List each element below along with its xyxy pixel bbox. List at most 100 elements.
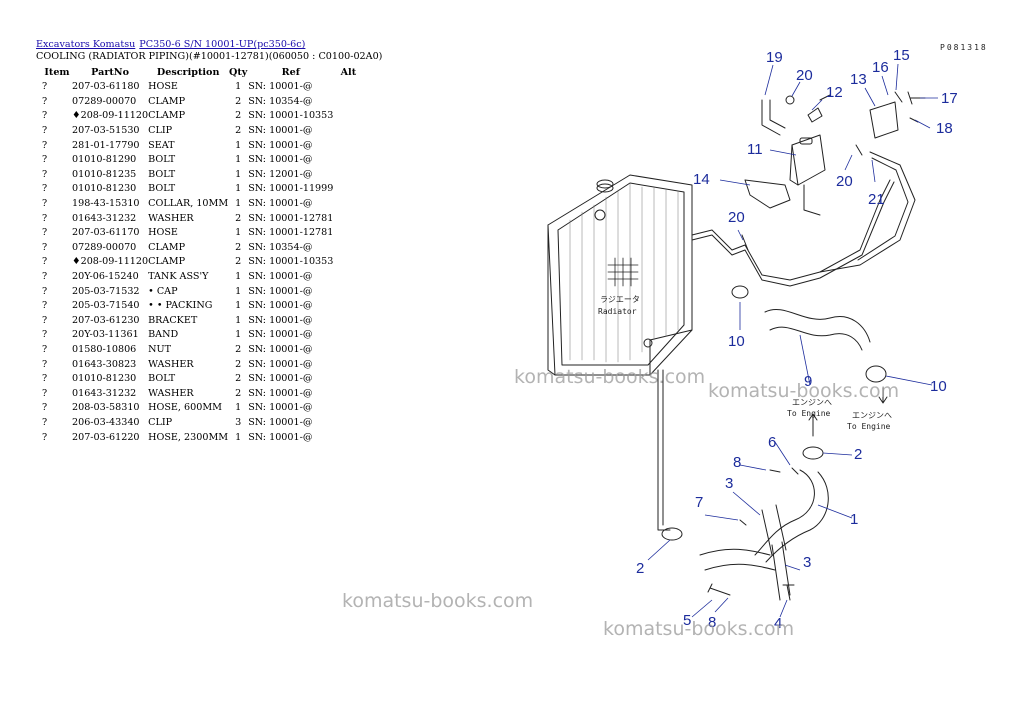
cell-partno: 207-03-51530 (72, 125, 140, 137)
cell-ref: SN: 10001-10353 (248, 256, 334, 268)
callout-4: 4 (774, 615, 782, 632)
cell-qty: 1 (235, 300, 242, 312)
radiator-label-jp: ラジエータ (600, 295, 640, 304)
cell-qty: 2 (235, 241, 242, 253)
cell-alt (333, 80, 363, 95)
breadcrumb-link-model[interactable]: PC350-6 S/N 10001-UP(pc350-6c) (139, 39, 306, 50)
cell-partno: 01010-81235 (72, 168, 137, 180)
cell-partno: 20Y-06-15240 (72, 271, 139, 283)
callout-19: 19 (766, 49, 783, 66)
cell-ref: SN: 12001-@ (248, 168, 313, 180)
cell-item: ? (42, 227, 48, 239)
cell-qty: 2 (235, 343, 242, 355)
cell-alt (333, 270, 363, 285)
header-description: Description (156, 66, 220, 78)
cell-description: WASHER (148, 212, 194, 224)
callout-10-right: 10 (930, 378, 947, 395)
cell-item: ? (42, 343, 48, 355)
callout-1: 1 (850, 511, 858, 528)
cell-alt (333, 284, 363, 299)
callout-16: 16 (872, 59, 889, 76)
cell-item: ? (42, 81, 48, 93)
cell-ref: SN: 10001-@ (248, 416, 313, 428)
to-engine-en-1: To Engine (787, 409, 831, 418)
cell-item: ? (42, 154, 48, 166)
cell-description: BRACKET (148, 314, 198, 326)
cell-ref: SN: 10001-@ (248, 271, 313, 283)
drain-hose (657, 369, 671, 531)
watermark-1: komatsu-books.com (514, 366, 706, 388)
cell-alt (333, 372, 363, 387)
watermark-4: komatsu-books.com (603, 618, 795, 640)
callout-13: 13 (850, 71, 867, 88)
cell-ref: SN: 10354-@ (248, 241, 313, 253)
cell-item: ? (42, 212, 48, 224)
header-item: Item (44, 66, 70, 78)
cell-alt (333, 386, 363, 401)
cell-item: ? (42, 241, 48, 253)
cell-ref: SN: 10001-12781 (248, 227, 334, 239)
overflow-hose (691, 179, 891, 281)
to-engine-jp-2: エンジンへ (852, 411, 892, 420)
callout-21: 21 (868, 191, 885, 208)
to-engine-jp-1: エンジンへ (792, 398, 832, 407)
cell-item: ? (42, 416, 48, 428)
cell-description: BOLT (148, 168, 176, 180)
callout-17: 17 (941, 90, 958, 107)
cell-qty: 2 (235, 125, 242, 137)
cell-partno: 07289-00070 (72, 241, 137, 253)
cell-description: BOLT (148, 373, 176, 385)
callout-11: 11 (747, 141, 763, 158)
cell-item: ? (42, 402, 48, 414)
radiator-illustration (547, 174, 693, 376)
cell-alt (333, 416, 363, 431)
cell-qty: 1 (235, 198, 242, 210)
cell-partno: 20Y-03-11361 (72, 329, 139, 341)
cell-description: CLAMP (148, 256, 186, 268)
cell-ref: SN: 10001-@ (248, 329, 313, 341)
cell-qty: 1 (235, 183, 242, 195)
cell-item: ? (42, 373, 48, 385)
callout-10-left: 10 (728, 333, 745, 350)
cell-partno: 208-03-58310 (72, 402, 140, 414)
callout-20-mid: 20 (836, 173, 853, 190)
breadcrumb-link-excavators[interactable]: Excavators Komatsu (36, 39, 136, 50)
callout-7: 7 (695, 494, 703, 511)
callout-14: 14 (693, 171, 710, 188)
cell-ref: SN: 10354-@ (248, 95, 313, 107)
cell-qty: 1 (235, 431, 242, 443)
cell-ref: SN: 10001-@ (248, 358, 313, 370)
cell-item: ? (42, 387, 48, 399)
cell-ref: SN: 10001-@ (248, 402, 313, 414)
radiator-piping-diagram: 19 20 12 13 16 15 17 18 11 14 20 21 20 1… (547, 43, 986, 632)
cell-partno: 207-03-61170 (72, 227, 140, 239)
cell-item: ? (42, 314, 48, 326)
callout-3-top: 3 (725, 475, 733, 492)
cell-partno: ♦208-09-11120 (72, 256, 149, 268)
cell-partno: ♦208-09-11120 (72, 110, 149, 122)
cell-description: HOSE, 2300MM (148, 431, 229, 443)
cell-qty: 1 (235, 81, 242, 93)
cell-partno: 01010-81290 (72, 154, 137, 166)
cell-description: BOLT (148, 154, 176, 166)
cell-description: NUT (148, 343, 172, 355)
cell-qty: 1 (235, 154, 242, 166)
cell-item: ? (42, 139, 48, 151)
cell-description: CLIP (148, 125, 173, 137)
cell-alt (333, 95, 363, 110)
parts-table-header: Item PartNo Description Qty Ref Alt (36, 65, 363, 80)
